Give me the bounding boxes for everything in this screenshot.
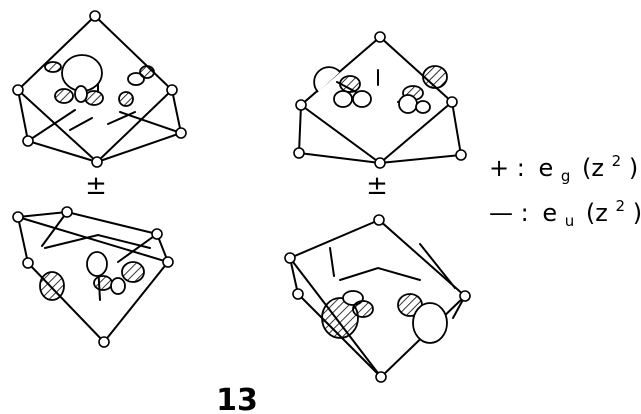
cluster-framework xyxy=(288,218,467,379)
svg-text:— : e u: — : e u (z 2 ) xyxy=(489,189,641,232)
cluster-bottom-right xyxy=(284,214,471,383)
legend-subscript: g xyxy=(561,167,571,185)
cluster-atoms xyxy=(293,31,467,169)
orbital-lobes xyxy=(313,65,448,114)
orbital-lobes xyxy=(39,251,145,301)
cluster-framework xyxy=(16,210,170,344)
legend-superscript: 2 xyxy=(616,197,626,215)
legend-sign: + : xyxy=(489,154,525,182)
svg-text:+ : e g: + : e g (z 2 ) xyxy=(489,144,638,187)
cluster-atoms xyxy=(12,10,187,168)
legend-orbital: (z xyxy=(582,154,604,182)
sign-top-left: ± xyxy=(85,171,107,201)
legend-symmetry: e xyxy=(538,154,553,182)
legend-close: ) xyxy=(629,154,638,182)
legend-entry-minus: — : e u (z 2 ) xyxy=(489,189,641,232)
legend-subscript: u xyxy=(565,212,575,230)
figure-number: 13 xyxy=(216,383,258,414)
cluster-framework xyxy=(297,35,463,165)
legend: + : e g (z 2 ) — : e u (z 2 ) xyxy=(489,144,641,232)
cluster-framework xyxy=(16,14,183,164)
cluster-atoms xyxy=(284,214,471,383)
legend-orbital: (z xyxy=(586,199,608,227)
orbital-lobes xyxy=(321,290,448,344)
orbital-lobes xyxy=(44,54,155,107)
cluster-atoms xyxy=(12,206,174,348)
legend-close: ) xyxy=(633,199,641,227)
cluster-top-right xyxy=(293,31,467,169)
legend-entry-plus: + : e g (z 2 ) xyxy=(489,144,638,187)
sign-top-right: ± xyxy=(366,171,388,201)
cluster-bottom-left xyxy=(12,206,174,348)
cluster-top-left xyxy=(12,10,187,168)
legend-symmetry: e xyxy=(542,199,557,227)
legend-superscript: 2 xyxy=(612,152,622,170)
legend-sign: — : xyxy=(489,199,529,227)
